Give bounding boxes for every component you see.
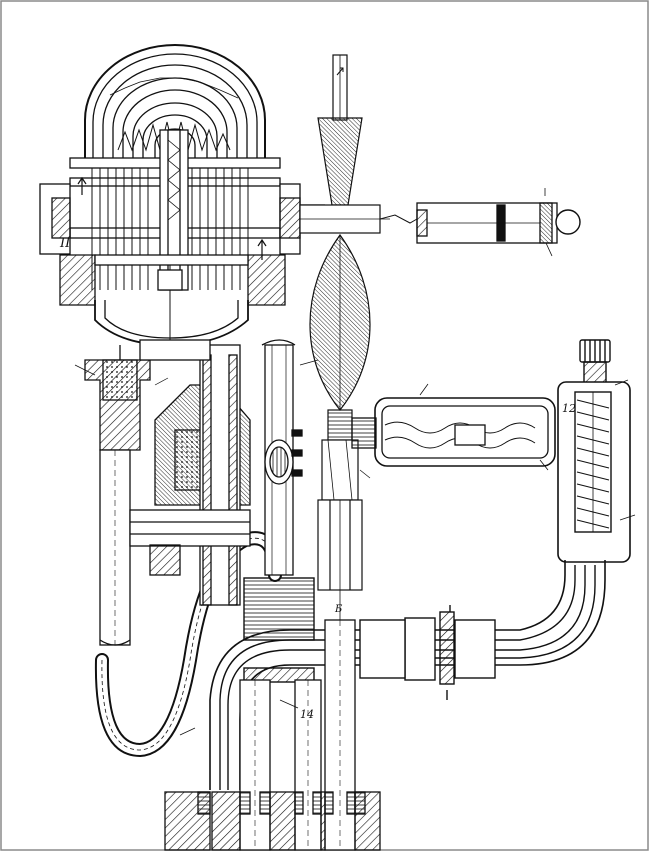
leader-lines — [74, 359, 636, 736]
vertical-spindle — [299, 54, 390, 620]
right-vertical-cylinder — [557, 339, 631, 563]
small-mark: Б — [334, 604, 343, 615]
piston-cylinder — [379, 188, 581, 257]
horizontal-coil-tube — [351, 383, 556, 471]
foundation — [164, 619, 381, 851]
side-label: 12 — [562, 402, 576, 415]
flow-label-a: II — [59, 236, 71, 251]
glass-tube — [261, 339, 303, 576]
left-machinery — [84, 339, 282, 758]
dome-heat-exchanger — [39, 44, 325, 346]
flow-label-b: 14 — [300, 708, 314, 721]
elbow-pipe — [209, 560, 606, 790]
